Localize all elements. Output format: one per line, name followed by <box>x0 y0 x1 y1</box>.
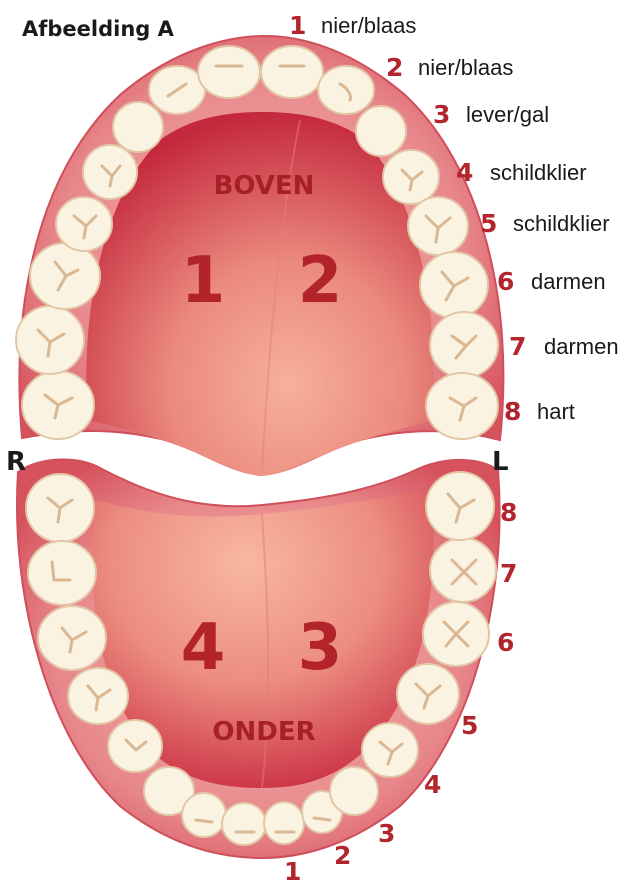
upper-label-3-number: 3 <box>433 100 450 129</box>
tooth-fissure <box>196 820 212 822</box>
upper-label-8-text: hart <box>537 399 575 424</box>
upper-palate <box>86 112 433 476</box>
tooth-lower-right-1 <box>222 803 266 845</box>
side-right-label: R <box>6 447 26 477</box>
lower-label-6: 6 <box>497 628 514 657</box>
upper-label-1-number: 1 <box>289 11 306 40</box>
lower-label-7: 7 <box>500 559 517 588</box>
upper-arch-label: BOVEN <box>214 171 315 201</box>
figure-title: Afbeelding A <box>22 17 175 41</box>
tooth-upper-right-3 <box>113 102 163 152</box>
upper-label-6-number: 6 <box>497 267 514 296</box>
tooth-upper-left-1 <box>261 46 323 98</box>
upper-label-3-text: lever/gal <box>466 102 549 127</box>
upper-label-4-number: 4 <box>456 158 473 187</box>
tooth-upper-left-3 <box>356 106 406 156</box>
lower-label-3: 3 <box>378 819 395 848</box>
tooth-upper-right-1 <box>198 46 260 98</box>
quadrant-1-label: 1 <box>181 244 226 318</box>
upper-label-4-text: schildklier <box>490 160 587 185</box>
quadrant-2-label: 2 <box>298 244 343 318</box>
upper-label-5-text: schildklier <box>513 211 610 236</box>
tooth-lower-left-1 <box>264 802 304 844</box>
upper-label-2-text: nier/blaas <box>418 55 513 80</box>
upper-label-6-text: darmen <box>531 269 606 294</box>
lower-label-4: 4 <box>424 770 441 799</box>
upper-label-7-number: 7 <box>509 332 526 361</box>
lower-label-1: 1 <box>284 857 301 882</box>
lower-label-2: 2 <box>334 841 351 870</box>
lower-label-8: 8 <box>500 498 517 527</box>
lower-label-5: 5 <box>461 711 478 740</box>
tooth-lower-right-4 <box>108 720 162 772</box>
upper-label-8-number: 8 <box>504 397 521 426</box>
upper-label-1-text: nier/blaas <box>321 13 416 38</box>
tooth-lower-left-3 <box>330 767 378 815</box>
upper-label-5-number: 5 <box>480 209 497 238</box>
tooth-lower-right-2 <box>182 793 226 837</box>
tooth-fissure <box>314 818 330 820</box>
quadrant-3-label: 3 <box>298 611 343 685</box>
side-left-label: L <box>492 447 509 477</box>
quadrant-4-label: 4 <box>181 611 226 685</box>
upper-label-2-number: 2 <box>386 53 403 82</box>
upper-jaw <box>16 36 503 476</box>
upper-label-7-text: darmen <box>544 334 619 359</box>
tooth-lower-right-7 <box>28 541 96 605</box>
lower-arch-label: ONDER <box>212 717 315 747</box>
